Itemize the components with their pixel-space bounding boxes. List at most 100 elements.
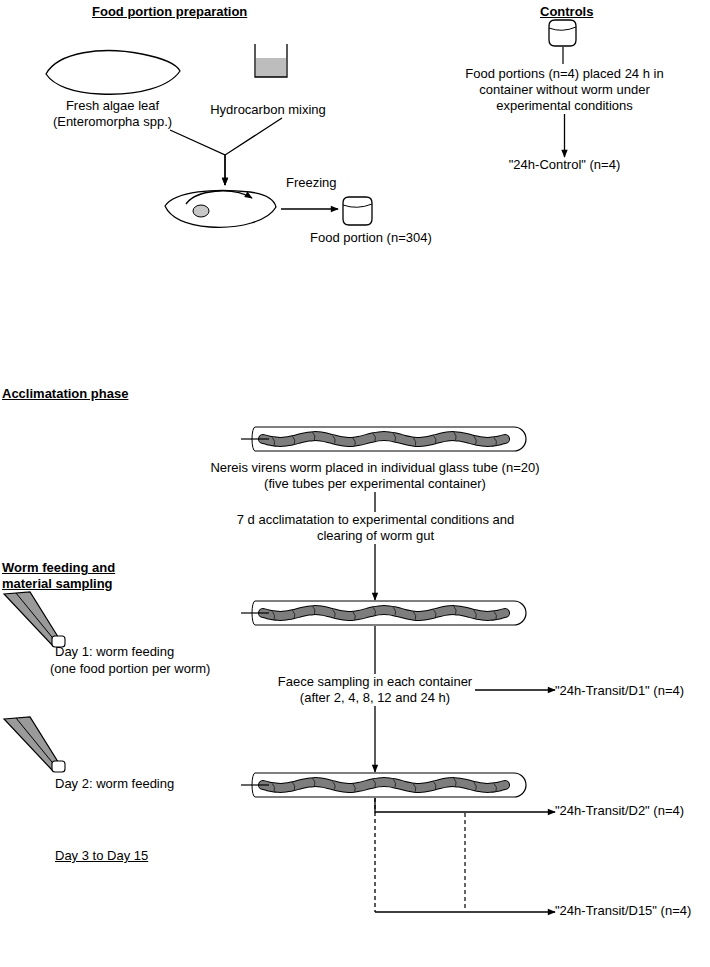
cube-outline — [549, 20, 576, 46]
sample-group: "24h-Transit/D15" (n=4) — [555, 903, 710, 919]
freezing-arrow — [281, 208, 338, 209]
forceps — [4, 717, 65, 772]
node-text: "24h-Control" (n=4) — [462, 157, 667, 173]
worm-segment — [393, 607, 396, 615]
worm-segment — [433, 435, 436, 443]
tube-wall — [255, 427, 526, 451]
worm-segment — [494, 783, 497, 791]
worm-segment — [333, 435, 336, 443]
worm-segment — [454, 432, 457, 440]
forceps-split — [16, 718, 56, 767]
worm-segment — [433, 781, 436, 789]
worm-segment — [292, 610, 295, 618]
glass-tube — [255, 600, 527, 626]
flow-connector — [225, 118, 282, 185]
node-text: "24h-Transit/D1" (n=4) — [555, 683, 710, 699]
sample-group: "24h-Transit/D2" (n=4) — [555, 803, 710, 819]
worm-segment — [454, 778, 457, 786]
worm-segment — [413, 438, 416, 446]
dashed-guide — [464, 813, 465, 911]
worm-body — [263, 782, 505, 788]
node-text: Day 1: worm feeding — [55, 644, 255, 660]
worm-segment — [272, 437, 275, 445]
worm-body — [263, 436, 505, 442]
worm-segment — [474, 436, 477, 444]
worm-segment — [312, 778, 315, 786]
worm-outline — [263, 436, 505, 442]
ingredient-label: Fresh algae leaf (Enteromorpha spp.) — [40, 98, 185, 130]
worm-segment — [474, 610, 477, 618]
flow-connector — [374, 626, 375, 674]
forceps-split — [16, 593, 56, 642]
food-portion-cube — [343, 197, 372, 225]
worm-segment — [353, 438, 356, 446]
section-heading: Worm feeding and material sampling — [2, 560, 142, 592]
glass-tube — [255, 772, 527, 798]
cube-edge — [549, 27, 576, 30]
node-text: (five tubes per experimental container) — [185, 476, 565, 492]
worm-segment — [393, 779, 396, 787]
node-text: Nereis virens worm placed in individual … — [185, 460, 565, 476]
worm-segment — [292, 782, 295, 790]
forceps — [4, 592, 65, 647]
control-portion-cube — [549, 20, 576, 46]
node-text: Day 2: worm feeding — [55, 776, 255, 792]
tube-stopper — [241, 438, 269, 439]
flow-connector — [375, 798, 555, 812]
tube-wall — [255, 601, 526, 625]
day-note: Day 3 to Day 15 — [55, 848, 148, 864]
worm-segment — [272, 611, 275, 619]
flow-connector — [564, 114, 565, 157]
cube-outline — [343, 197, 372, 225]
tube-stopper — [241, 784, 269, 785]
tube-stopper — [241, 612, 269, 613]
forceps-arm — [4, 717, 60, 770]
worm-segment — [373, 779, 376, 787]
section-heading: Controls — [540, 4, 593, 20]
node-text: Food portion (n=304) — [310, 230, 410, 246]
food-portion-cube — [52, 761, 65, 772]
worm-body — [263, 610, 505, 616]
node-text: Food portions (n=4) placed 24 h in conta… — [462, 66, 667, 114]
worm-segment — [333, 609, 336, 617]
sampling-step: Faece sampling in each container (after … — [275, 674, 475, 706]
flow-connector — [374, 706, 375, 772]
mixing-arrow — [186, 191, 252, 204]
sample-group: "24h-Transit/D1" (n=4) — [555, 683, 710, 699]
section-heading: Food portion preparation — [92, 4, 247, 20]
worm-segment — [413, 784, 416, 792]
worm-segment — [433, 609, 436, 617]
worm-segment — [333, 781, 336, 789]
hydrocarbon-drop — [193, 205, 209, 217]
flow-connector — [475, 689, 555, 690]
sample-group: "24h-Control" (n=4) — [462, 157, 667, 173]
worm-segment — [373, 607, 376, 615]
worm-segment — [454, 606, 457, 614]
node-text: Hydrocarbon mixing — [198, 102, 338, 118]
flow-connector — [170, 130, 225, 185]
worm-segment — [494, 437, 497, 445]
worm-segment — [292, 436, 295, 444]
worm-segment — [393, 433, 396, 441]
section-heading: Acclimatation phase — [2, 386, 128, 402]
node-text: Fresh algae leaf (Enteromorpha spp.) — [40, 98, 185, 130]
worm-segment — [312, 606, 315, 614]
leader-line — [562, 47, 563, 64]
flow-connector — [375, 798, 555, 912]
worm-segment — [474, 782, 477, 790]
node-text: "24h-Transit/D15" (n=4) — [555, 903, 710, 919]
worm-segment — [494, 611, 497, 619]
worm-outline — [263, 782, 505, 788]
worm-segment — [373, 433, 376, 441]
worm-segment — [413, 612, 416, 620]
beaker-liquid — [256, 58, 286, 77]
tube-wall — [255, 773, 526, 797]
worm-tube-step: Nereis virens worm placed in individual … — [185, 426, 565, 492]
worm-segment — [353, 784, 356, 792]
worm-segment — [312, 432, 315, 440]
acclimatation-step: 7 d acclimatation to experimental condit… — [233, 512, 518, 544]
worm-outline — [263, 610, 505, 616]
node-text: "24h-Transit/D2" (n=4) — [555, 803, 710, 819]
